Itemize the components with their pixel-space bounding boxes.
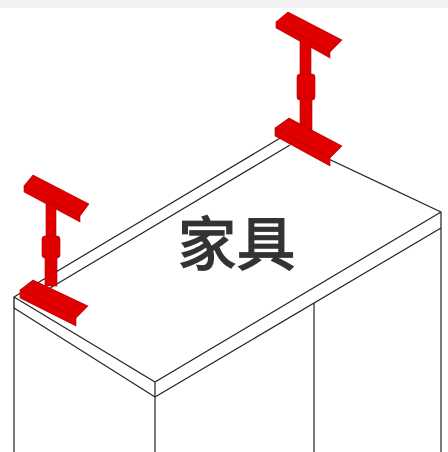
left-support-shaft xyxy=(45,203,57,239)
right-support-shaft xyxy=(299,39,312,77)
right-ceiling-support xyxy=(274,11,343,167)
left-ceiling-support xyxy=(19,174,90,327)
cabinet-outline xyxy=(13,136,442,452)
cabinet-top-inner-line xyxy=(29,144,291,301)
watermark-label: 家具 xyxy=(178,211,297,279)
top-edge-strip xyxy=(0,0,448,8)
